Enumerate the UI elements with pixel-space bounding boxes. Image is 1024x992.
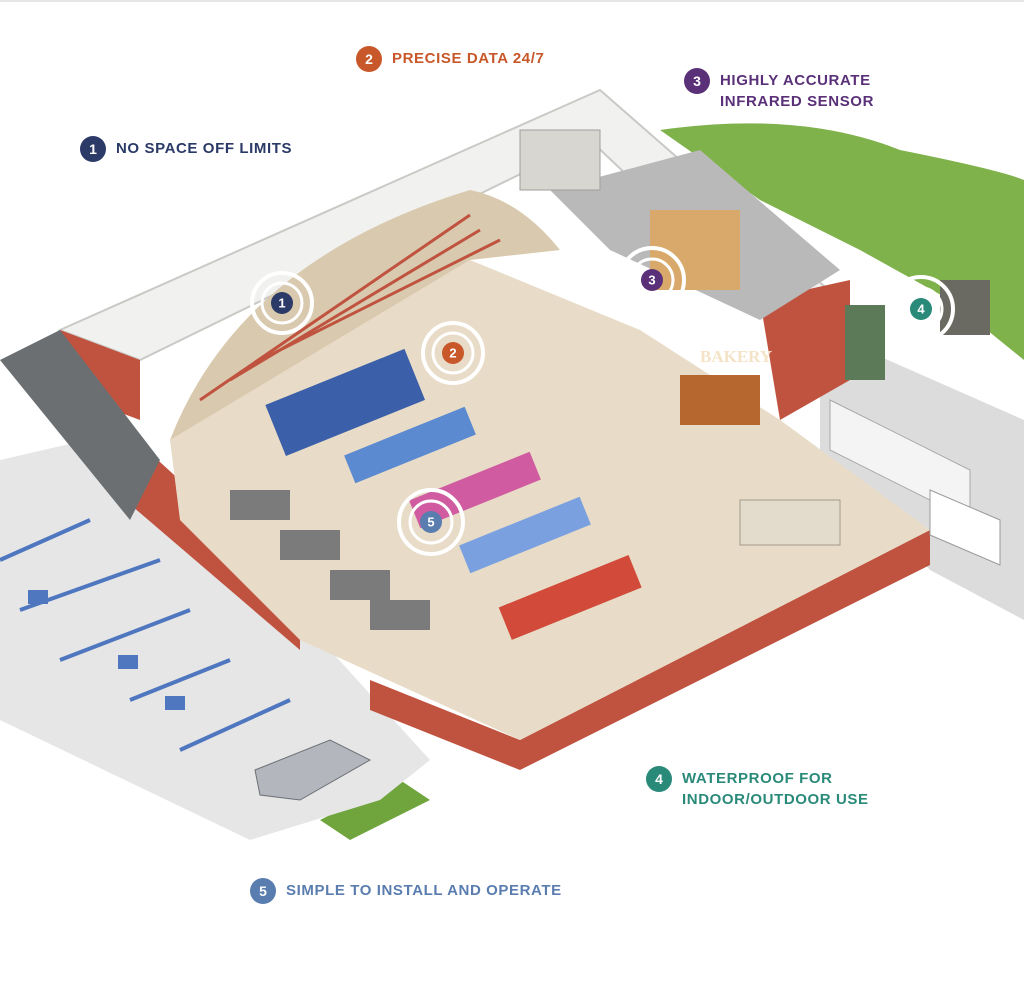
sensor-ring-3: 3 xyxy=(618,246,686,314)
sensor-ring-2: 2 xyxy=(421,321,485,385)
accessible-icon-3 xyxy=(165,696,185,710)
callout-5-badge: 5 xyxy=(250,878,276,904)
callout-3-text: HIGHLY ACCURATE INFRARED SENSOR xyxy=(720,72,875,110)
grass-area xyxy=(660,123,1024,360)
svg-text:4: 4 xyxy=(917,302,925,317)
truss-3 xyxy=(259,238,501,362)
checkout-2 xyxy=(280,530,340,560)
callout-2-text: PRECISE DATA 24/7 xyxy=(392,50,545,67)
callout-3-badge: 3 xyxy=(684,68,710,94)
accessible-icon-1 xyxy=(28,590,48,604)
freezer-case xyxy=(265,348,426,457)
callout-2: 2 PRECISE DATA 24/7 xyxy=(356,46,544,72)
truss-1 xyxy=(199,213,471,402)
bakery-display xyxy=(680,375,760,425)
svg-text:1: 1 xyxy=(278,296,285,311)
parked-car xyxy=(254,739,372,801)
ceiling-arch xyxy=(170,190,560,440)
callout-4: 4 WATERPROOF FOR INDOOR/OUTDOOR USE xyxy=(646,766,869,810)
checkout-4 xyxy=(370,600,430,630)
top-divider xyxy=(0,0,1024,2)
hvac-unit xyxy=(519,129,601,191)
svg-text:2: 2 xyxy=(449,346,456,361)
checkout-3 xyxy=(330,570,390,600)
callout-1: 1 NO SPACE OFF LIMITS xyxy=(80,136,292,162)
callout-1-text: NO SPACE OFF LIMITS xyxy=(116,140,293,157)
callout-2-badge: 2 xyxy=(356,46,382,72)
green-container xyxy=(845,305,885,380)
entrance-awning xyxy=(0,330,160,520)
accessible-icon-2 xyxy=(118,655,138,669)
parking-line-4 xyxy=(129,658,231,702)
bakery-sign: BAKERY xyxy=(700,347,772,366)
parking-line-5 xyxy=(179,698,291,752)
callout-4-text: WATERPROOF FOR INDOOR/OUTDOOR USE xyxy=(682,770,869,808)
callout-1-badge: 1 xyxy=(80,136,106,162)
sensor-ring-1: 1 xyxy=(250,271,314,335)
callout-5: 5 SIMPLE TO INSTALL AND OPERATE xyxy=(250,878,562,904)
checkout-1 xyxy=(230,490,290,520)
shelf-aisle-2 xyxy=(409,451,541,529)
parking-lot xyxy=(0,430,430,840)
sensor-ring-4: 4 xyxy=(887,275,955,343)
parking-line-1 xyxy=(0,518,91,562)
sensor-ring-5: 5 xyxy=(397,488,465,556)
callout-4-badge: 4 xyxy=(646,766,672,792)
shelf-aisle-3 xyxy=(459,496,591,574)
grass-strip xyxy=(320,780,430,840)
callout-3: 3 HIGHLY ACCURATE INFRARED SENSOR xyxy=(684,68,874,112)
svg-text:5: 5 xyxy=(427,515,434,530)
delivery-truck-cab xyxy=(929,489,1001,566)
parking-line-3 xyxy=(59,608,191,662)
deli-counter xyxy=(739,499,841,546)
brick-wall-right xyxy=(760,280,850,420)
callout-5-text: SIMPLE TO INSTALL AND OPERATE xyxy=(286,882,562,899)
svg-text:3: 3 xyxy=(648,273,655,288)
shelf-aisle-1 xyxy=(344,406,476,484)
produce-stand xyxy=(498,555,642,640)
